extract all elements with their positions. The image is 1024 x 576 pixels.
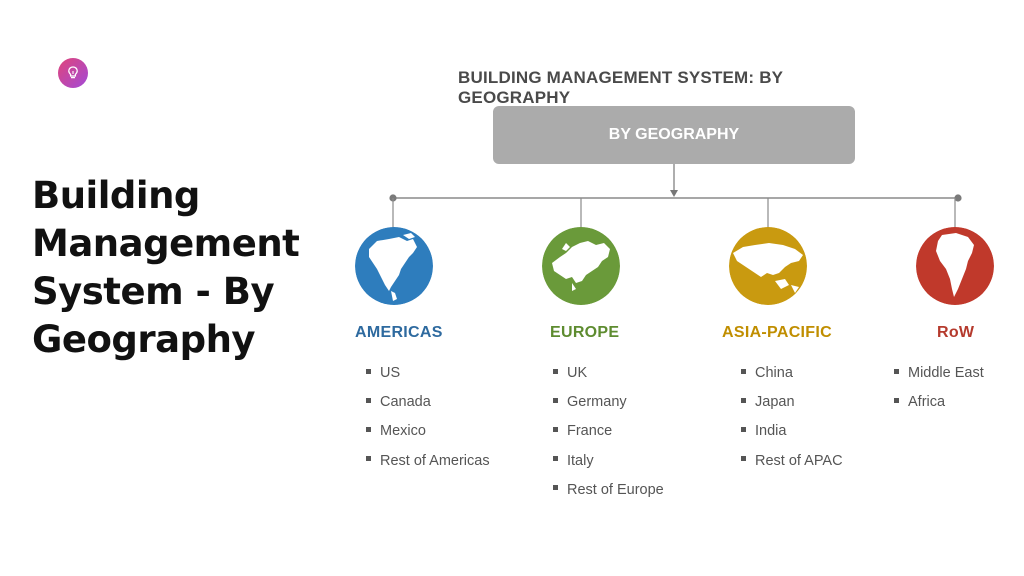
region-items-list: Middle East Africa <box>894 362 984 420</box>
root-node: BY GEOGRAPHY <box>493 106 855 164</box>
diagram-title: BUILDING MANAGEMENT SYSTEM: BY GEOGRAPHY <box>458 68 783 107</box>
row-globe-icon <box>916 227 994 305</box>
list-item: UK <box>553 362 664 391</box>
list-item: Mexico <box>366 420 490 449</box>
region-items-list: US Canada Mexico Rest of Americas <box>366 362 490 479</box>
list-item: Japan <box>741 391 843 420</box>
lightbulb-icon <box>58 58 88 88</box>
list-item: India <box>741 420 843 449</box>
list-item: China <box>741 362 843 391</box>
asia-pacific-globe-icon <box>729 227 807 305</box>
list-item: US <box>366 362 490 391</box>
root-node-label: BY GEOGRAPHY <box>608 126 740 143</box>
region-name: EUROPE <box>550 324 620 341</box>
list-item: Italy <box>553 450 664 479</box>
europe-globe-icon <box>542 227 620 305</box>
list-item: Rest of APAC <box>741 450 843 479</box>
page-title: Building Management System - By Geograph… <box>32 174 300 361</box>
region-name: RoW <box>937 324 975 341</box>
region-name: ASIA-PACIFIC <box>722 324 832 341</box>
list-item: Canada <box>366 391 490 420</box>
list-item: Rest of Europe <box>553 479 664 508</box>
list-item: Germany <box>553 391 664 420</box>
list-item: Africa <box>894 391 984 420</box>
region-items-list: UK Germany France Italy Rest of Europe <box>553 362 664 508</box>
list-item: Middle East <box>894 362 984 391</box>
americas-globe-icon <box>355 227 433 305</box>
list-item: France <box>553 420 664 449</box>
list-item: Rest of Americas <box>366 450 490 479</box>
region-name: AMERICAS <box>355 324 443 341</box>
region-items-list: China Japan India Rest of APAC <box>741 362 843 479</box>
